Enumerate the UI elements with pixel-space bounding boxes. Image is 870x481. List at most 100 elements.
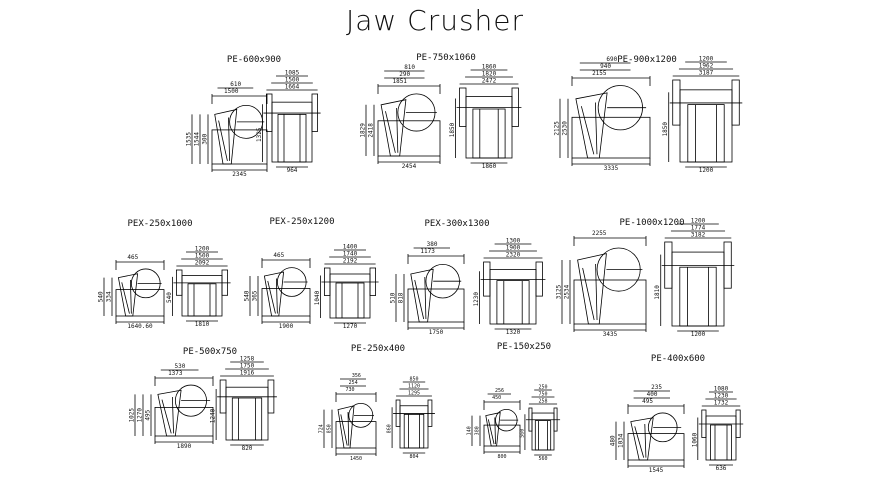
model-label: PE-500x750: [182, 347, 238, 357]
front-side-dimension: 1040: [314, 290, 321, 305]
front-inner-frame: [496, 280, 530, 325]
side-left-dimension: 365: [252, 290, 259, 301]
side-left-dimension: 1025: [129, 408, 136, 423]
side-top-dimension: 690: [606, 56, 617, 63]
side-top-dimension: 1851: [392, 78, 407, 85]
side-left-dimension: 850: [327, 424, 333, 433]
side-bottom-dimension: 3335: [604, 165, 619, 172]
front-top-dimension: 1500: [195, 253, 210, 260]
side-left-dimension: 1270: [137, 408, 144, 423]
front-bottom-dimension: 1320: [506, 329, 521, 336]
jaw-line: [276, 278, 278, 314]
side-top-dimension: 730: [345, 387, 354, 393]
side-base-frame: [573, 279, 647, 325]
side-left-dimension: 480: [610, 435, 617, 446]
front-top-dimension: 1740: [343, 251, 358, 258]
jaw-plate-outline: [630, 417, 654, 461]
front-bottom-dimension: 560: [538, 456, 547, 462]
front-inner-frame: [277, 114, 307, 163]
pulley-left: [672, 79, 681, 126]
jaw-plate-outline: [117, 273, 139, 317]
front-top-dimension: 1900: [506, 245, 521, 252]
side-top-dimension: 256: [495, 388, 504, 394]
jaw-line: [347, 411, 350, 446]
jaw-plate-outline: [410, 268, 434, 323]
side-base-frame: [211, 129, 268, 165]
front-bottom-dimension: 1270: [343, 323, 358, 330]
side-left-dimension: 1535: [186, 132, 193, 147]
side-base-frame: [377, 120, 441, 157]
side-top-dimension: 235: [651, 384, 662, 391]
front-inner-frame: [403, 413, 425, 449]
front-inner-frame: [187, 283, 217, 317]
side-top-dimension: 465: [127, 254, 138, 261]
front-top-dimension: 3187: [699, 70, 714, 77]
front-top-dimension: 1200: [195, 246, 210, 253]
side-top-dimension: 1373: [168, 370, 183, 377]
side-top-dimension: 940: [600, 63, 611, 70]
jaw-line: [130, 279, 132, 314]
front-side-dimension: 860: [387, 424, 393, 433]
jaw-line: [218, 120, 228, 161]
front-top-dimension: 1820: [482, 71, 497, 78]
front-top-dimension: 2472: [482, 78, 497, 85]
jaw-line: [494, 417, 496, 445]
jaw-plate-outline: [214, 108, 238, 165]
model-label: PE-250x400: [350, 344, 406, 354]
side-top-dimension: 254: [349, 380, 358, 386]
side-bottom-dimension: 1545: [649, 467, 664, 474]
jaw-plate-outline: [337, 405, 355, 449]
side-bottom-dimension: 1750: [429, 329, 444, 336]
model-label: PE-400x600: [650, 354, 706, 364]
jaw-line: [161, 399, 172, 434]
side-bottom-dimension: 2345: [232, 171, 247, 178]
front-bottom-dimension: 1200: [691, 331, 706, 338]
side-left-dimension: 140: [467, 426, 473, 435]
front-top-dimension: 2092: [195, 260, 210, 267]
side-left-dimension: 1034: [618, 433, 625, 448]
front-inner-frame: [335, 282, 365, 319]
front-bottom-dimension: 964: [287, 167, 298, 174]
jaw-line: [121, 282, 130, 314]
front-top-dimension: 1300: [506, 238, 521, 245]
front-side-dimension: 1325: [256, 127, 263, 142]
front-inner-frame: [687, 104, 725, 163]
front-top-dimension: 1080: [714, 386, 729, 393]
front-top-dimension: 1664: [285, 84, 300, 91]
front-side-dimension: 540: [166, 292, 173, 303]
front-bottom-dimension: 1200: [699, 167, 714, 174]
jaw-line: [340, 414, 348, 446]
jaw-line: [267, 280, 276, 314]
side-left-dimension: 380: [475, 426, 481, 435]
front-top-dimension: 1200: [699, 56, 714, 63]
jaw-line: [595, 263, 598, 321]
front-top-dimension: 250: [538, 385, 547, 391]
side-left-dimension: 818: [398, 292, 405, 303]
front-top-dimension: 258: [538, 399, 547, 405]
side-bottom-dimension: 1900: [279, 323, 294, 330]
side-bottom-dimension: 3435: [603, 331, 618, 338]
side-left-dimension: 1829: [360, 123, 367, 138]
front-bottom-dimension: 1860: [482, 163, 497, 170]
front-side-dimension: 1850: [449, 122, 456, 137]
side-left-dimension: 724: [319, 424, 325, 433]
front-inner-frame: [534, 420, 552, 451]
side-top-dimension: 465: [273, 252, 284, 259]
jaw-plate-outline: [263, 271, 285, 317]
side-top-dimension: 400: [647, 391, 658, 398]
front-bottom-dimension: 636: [716, 465, 727, 472]
side-bottom-dimension: 1450: [350, 456, 362, 462]
side-bottom-dimension: 1640.60: [127, 323, 153, 330]
jaw-plate-outline: [577, 253, 607, 325]
jaw-line: [487, 419, 495, 445]
front-top-dimension: 1962: [699, 63, 714, 70]
model-label: PE-150x250: [496, 342, 552, 352]
front-inner-frame: [679, 266, 717, 327]
front-side-dimension: 1230: [473, 292, 480, 307]
model-label: PE-900x1200: [617, 55, 677, 65]
side-base-frame: [571, 116, 651, 159]
front-top-dimension: 1258: [240, 356, 255, 363]
front-top-dimension: 1750: [240, 363, 255, 370]
